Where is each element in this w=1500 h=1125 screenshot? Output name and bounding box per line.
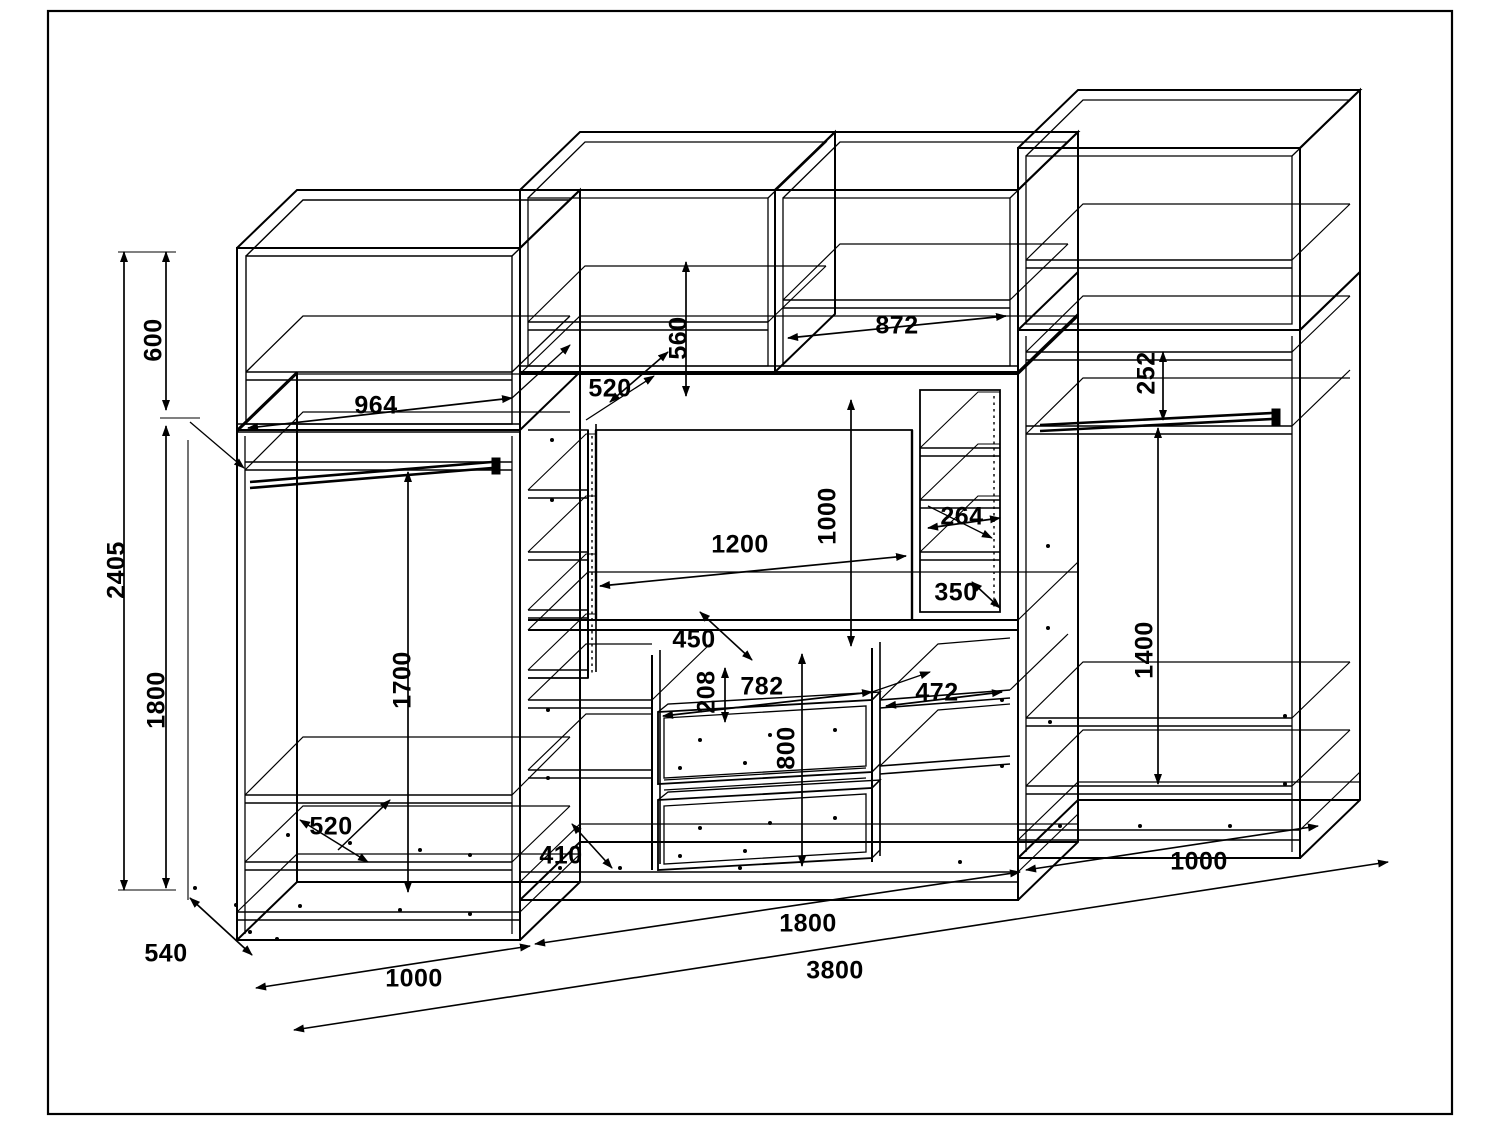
dim-520-left (299, 819, 369, 863)
dimension-label-472: 472 (915, 679, 958, 707)
page-border (46, 9, 1454, 1116)
dimension-label-1000: 1000 (814, 487, 842, 545)
dim-872 (787, 313, 1007, 341)
dimension-label-1700: 1700 (389, 651, 417, 709)
dimension-label-520: 520 (588, 375, 631, 403)
dimension-label-800: 800 (773, 726, 801, 769)
dimension-label-1200: 1200 (711, 531, 769, 559)
dimension-label-350: 350 (934, 579, 977, 607)
dimension-label-964: 964 (354, 392, 397, 420)
drawer-lower (657, 778, 882, 871)
dim-782 (662, 689, 873, 719)
dimension-label-872: 872 (875, 312, 918, 340)
dimension-label-1000: 1000 (1170, 848, 1228, 876)
dimension-label-1400: 1400 (1131, 621, 1159, 679)
dimension-label-252: 252 (1133, 351, 1161, 394)
dim-472 (885, 689, 1003, 709)
dim-1200 (599, 552, 907, 590)
tv-niche (594, 429, 914, 621)
dimension-label-560: 560 (665, 316, 693, 359)
dimension-label-782: 782 (740, 673, 783, 701)
dim-540 (189, 897, 253, 956)
dim-350 (971, 581, 1001, 609)
dimension-label-3800: 3800 (806, 957, 864, 985)
right-shelf-column (919, 389, 1001, 613)
dimension-label-264: 264 (940, 503, 983, 531)
dimension-label-520: 520 (309, 813, 352, 841)
dim-3800 (293, 859, 1389, 1033)
left-wardrobe-module (193, 187, 583, 941)
dimension-label-540: 540 (144, 940, 187, 968)
dim-450 (699, 611, 753, 661)
center-tv-module (519, 129, 1081, 901)
dimension-lines (118, 251, 1389, 1033)
dim-964 (247, 395, 513, 431)
dimension-label-450: 450 (672, 626, 715, 654)
furniture-assembly (193, 87, 1363, 941)
dim-264 (927, 515, 1001, 531)
dimension-label-410: 410 (539, 842, 582, 870)
dimension-label-1800: 1800 (143, 671, 171, 729)
left-shelf-column (527, 424, 597, 679)
dimension-label-2405: 2405 (103, 541, 131, 599)
dimension-labels: 2405 1800 600 540 964 1700 520 520 560 872 252 1400… (103, 312, 1228, 993)
dimension-label-208: 208 (693, 670, 721, 713)
dim-520-center (609, 351, 669, 403)
hanging-rail-right (1039, 408, 1281, 433)
dimension-label-600: 600 (140, 318, 168, 361)
dimension-label-1800: 1800 (779, 910, 837, 938)
drawer-upper (657, 690, 882, 785)
right-wardrobe-module (1017, 87, 1363, 859)
dimension-label-1000: 1000 (385, 965, 443, 993)
